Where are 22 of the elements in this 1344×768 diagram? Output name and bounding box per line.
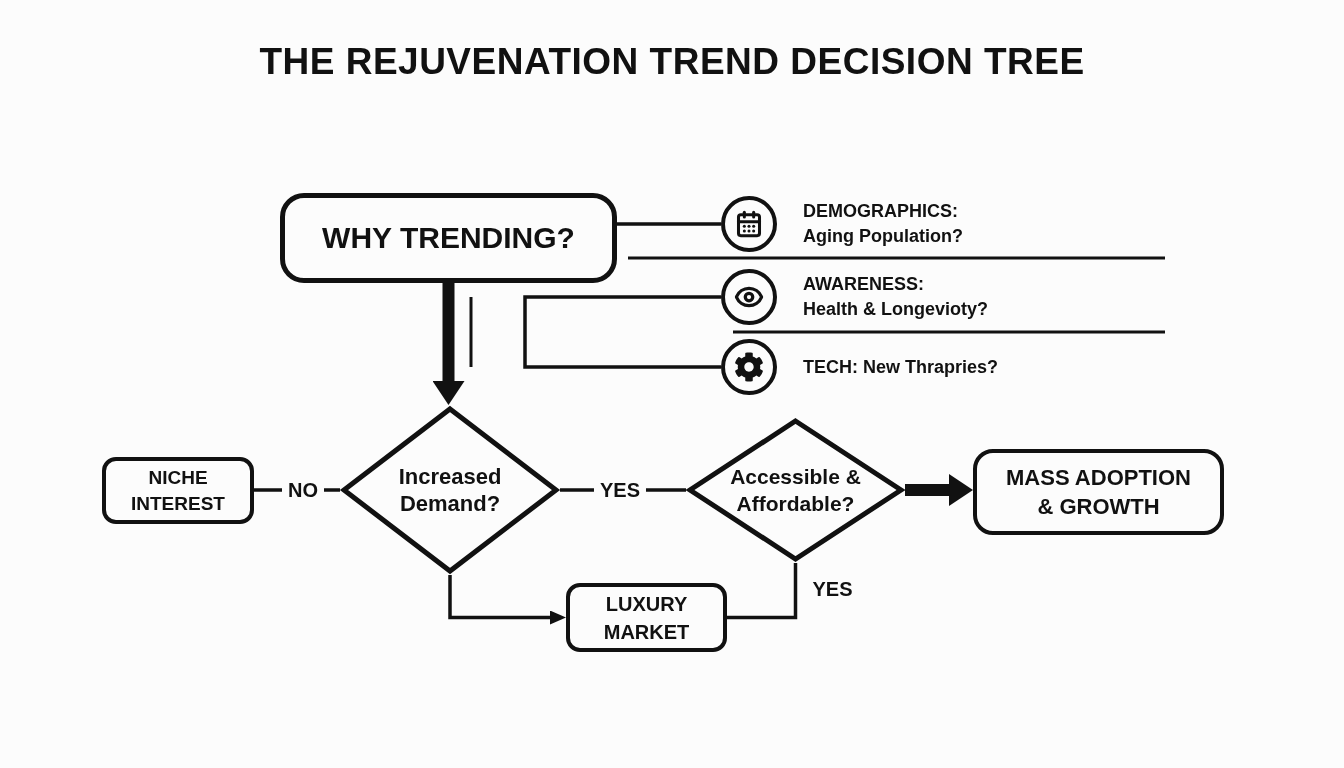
topic-question: Aging Population? bbox=[803, 225, 963, 248]
topic-heading: DEMOGRAPHICS: bbox=[803, 200, 959, 223]
topic-question: Health & Longevioty? bbox=[803, 298, 988, 321]
connector-line bbox=[617, 222, 721, 226]
process-box bbox=[566, 583, 727, 652]
thick-arrow bbox=[432, 283, 465, 405]
box-label: NICHE INTEREST bbox=[130, 465, 226, 516]
process-box bbox=[102, 457, 254, 524]
process-box bbox=[280, 193, 617, 283]
arrow bbox=[448, 575, 566, 625]
box-label: LUXURY MARKET bbox=[602, 591, 691, 645]
box-label: WHY TRENDING? bbox=[322, 221, 575, 255]
connector-line bbox=[523, 295, 721, 369]
topic-heading: AWARENESS: bbox=[803, 273, 926, 296]
process-box bbox=[973, 449, 1224, 535]
topic-heading: TECH: New Thrapries? bbox=[803, 355, 999, 379]
diagram-title: THE REJUVENATION TREND DECISION TREE bbox=[259, 40, 1085, 84]
connector-line bbox=[727, 563, 798, 620]
diamond-label: Increased Demand? bbox=[397, 463, 503, 517]
thick-arrow bbox=[905, 474, 973, 506]
diamond-label: Accessible & Affordable? bbox=[729, 464, 862, 517]
box-label: MASS ADOPTION & GROWTH bbox=[1005, 464, 1192, 521]
